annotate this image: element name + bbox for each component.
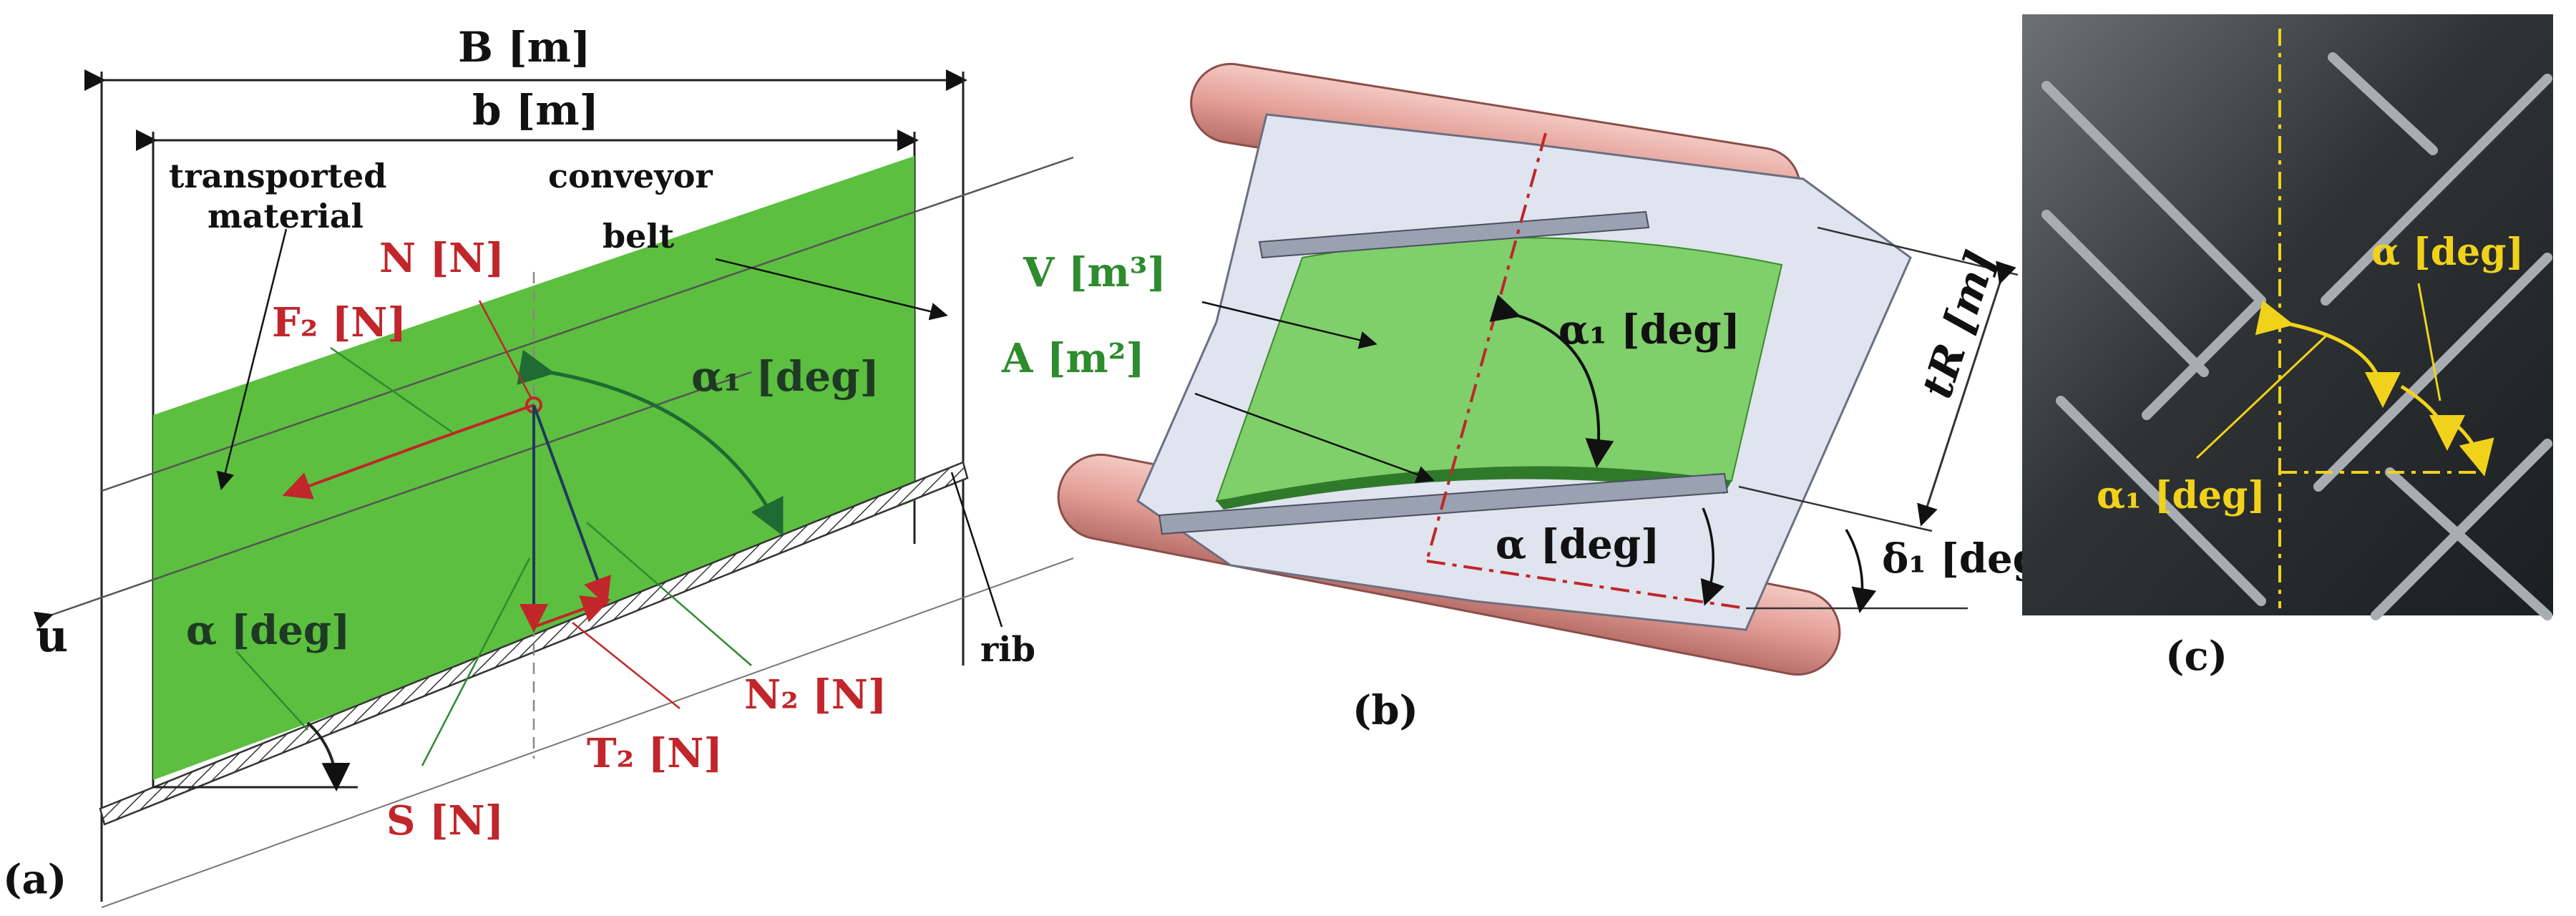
photo-alpha1-arc [2255, 300, 2401, 408]
alpha-arc [306, 721, 351, 791]
delta1-arc [1845, 529, 1877, 613]
photo-leader-alpha [2417, 283, 2441, 401]
alpha1-arc-b [1489, 294, 1614, 468]
label-T2: T₂ [N] [587, 730, 723, 777]
label-B-width: B [m] [458, 23, 590, 72]
label-rib: rib [980, 630, 1035, 670]
leader-N2 [586, 522, 752, 666]
leader-rib [950, 472, 1003, 628]
label-b-width: b [m] [472, 86, 599, 135]
tR-dimension [1917, 260, 2016, 527]
label-N: N [N] [379, 235, 504, 282]
alpha1-arc [517, 349, 784, 536]
label-material: material [208, 197, 364, 235]
belt-photo-background [2022, 14, 2553, 615]
label-belt: belt [602, 217, 675, 255]
panel-letter-a: (a) [3, 856, 67, 903]
label-S: S [N] [386, 797, 504, 844]
label-alpha-b: α [deg] [1496, 521, 1660, 568]
photo-leader-alpha1 [2195, 335, 2327, 459]
label-conveyor: conveyor [548, 157, 713, 195]
tR-ext-bottom [1738, 485, 1933, 532]
label-transported: transported [169, 157, 386, 195]
leader-alpha [235, 651, 308, 731]
label-alpha: α [deg] [186, 607, 351, 654]
leader-A [1194, 392, 1435, 483]
panel-b: V [m³] A [m²] α₁ [deg] tR [m] α [deg] δ₁… [1001, 62, 2059, 734]
photo-label-alpha: α [deg] [2371, 230, 2524, 274]
label-V: V [m³] [1023, 249, 1166, 296]
leader-V [1201, 301, 1377, 349]
photo-alpha-arc-1 [2400, 384, 2465, 451]
panel-letter-c: (c) [2165, 633, 2228, 680]
center-line-lower [1426, 560, 1747, 610]
label-N2: N₂ [N] [744, 671, 887, 718]
alpha-arc-b [1700, 507, 1724, 606]
photo-alpha-arc-2 [2446, 416, 2494, 477]
leader-F2 [330, 346, 453, 434]
photo-label-alpha1: α₁ [deg] [2097, 474, 2265, 517]
leader-S [421, 557, 531, 766]
belt-upper-line [101, 156, 1074, 492]
label-F2: F₂ [N] [272, 299, 406, 346]
leader-T2 [572, 622, 680, 709]
panel-a: B [m] b [m] transported material conveyo… [3, 23, 1074, 908]
force-F2-arrow [282, 438, 437, 500]
force-T2-vector [533, 595, 611, 628]
belt-lower-line [101, 557, 1074, 908]
chevron-ribs [2041, 52, 2552, 620]
leader-N [478, 300, 532, 399]
label-alpha1: α₁ [deg] [691, 352, 879, 401]
rib-top [1258, 210, 1650, 259]
label-alpha1-b: α₁ [deg] [1558, 306, 1740, 354]
material-bottom-shade [1216, 466, 1732, 510]
panel-c: α [deg] α₁ [deg] (c) [2022, 14, 2553, 680]
label-u: u [36, 610, 68, 662]
material-pocket [1215, 237, 1783, 502]
panel-letter-b: (b) [1352, 687, 1418, 734]
leader-material [216, 228, 288, 490]
label-tR: tR [m] [1913, 245, 2006, 404]
label-A: A [m²] [1001, 335, 1145, 382]
leader-belt [715, 258, 948, 321]
